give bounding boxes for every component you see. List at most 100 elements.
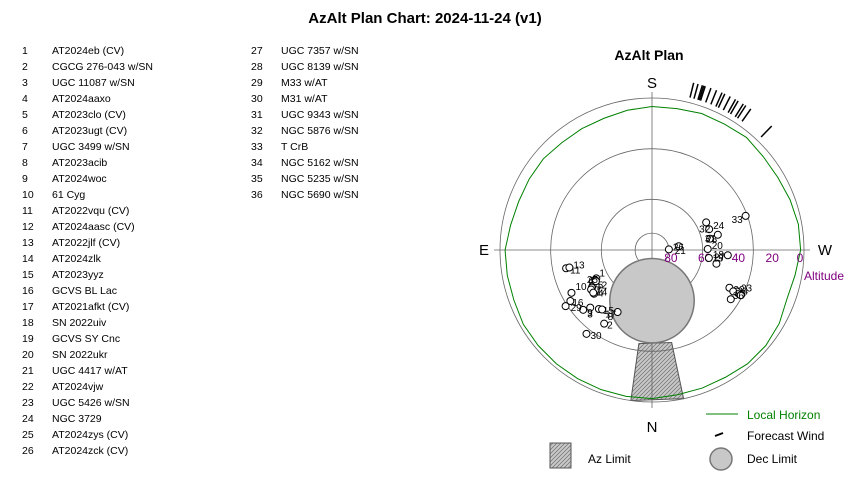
target-name: SN 2022uiv xyxy=(52,317,107,329)
target-number: 20 xyxy=(22,349,34,361)
wind-tick xyxy=(717,93,726,108)
target-name: AT2023acib xyxy=(52,157,108,169)
target-point-label: 19 xyxy=(712,254,724,265)
target-point xyxy=(729,287,738,296)
target-point-label: 30 xyxy=(590,331,602,342)
target-name: AT2024zck (CV) xyxy=(52,445,129,457)
target-number: 24 xyxy=(22,413,34,425)
target-point-label: 36 xyxy=(733,291,745,302)
target-name: UGC 11087 w/SN xyxy=(52,77,135,89)
target-number: 23 xyxy=(22,397,34,409)
target-number: 19 xyxy=(22,333,34,345)
target-point-label: 21 xyxy=(675,246,687,257)
target-number: 12 xyxy=(22,221,34,233)
target-name: M33 w/AT xyxy=(281,77,328,89)
target-number: 16 xyxy=(22,285,34,297)
target-point-label: 32 xyxy=(699,224,711,235)
target-point-label: 9 xyxy=(587,308,593,319)
target-number: 28 xyxy=(251,61,263,73)
target-point xyxy=(591,277,600,286)
target-name: GCVS BL Lac xyxy=(52,285,117,297)
target-point-label: 20 xyxy=(712,241,724,252)
target-number: 11 xyxy=(22,205,33,217)
target-number: 4 xyxy=(22,93,28,105)
legend-dec-limit-label: Dec Limit xyxy=(747,452,798,466)
target-number: 6 xyxy=(22,125,28,137)
target-name: CGCG 276-043 w/SN xyxy=(52,61,153,73)
target-point xyxy=(567,288,576,297)
target-point-label: 18 xyxy=(713,250,725,261)
target-number: 25 xyxy=(22,429,34,441)
legend-wind-swatch xyxy=(714,432,724,437)
target-name: NGC 5876 w/SN xyxy=(281,125,359,137)
az-limit-area xyxy=(630,341,685,402)
target-point xyxy=(613,308,622,317)
target-point-label: 26 xyxy=(673,242,685,253)
target-point xyxy=(704,253,713,262)
target-number: 30 xyxy=(251,93,263,105)
target-name: UGC 7357 w/SN xyxy=(281,45,359,57)
compass-south: S xyxy=(647,75,657,92)
wind-tick xyxy=(727,98,737,113)
target-point-label: 1 xyxy=(599,268,605,279)
altitude-tick-label: 40 xyxy=(732,251,746,265)
altitude-tick-label: 80 xyxy=(664,251,678,265)
wind-tick xyxy=(699,85,706,101)
target-point xyxy=(726,295,735,304)
target-point-label: 33 xyxy=(732,215,744,226)
target-point-label: 3 xyxy=(587,310,593,321)
target-point xyxy=(586,303,595,312)
target-point-label: 17 xyxy=(605,310,617,321)
target-name: AT2024vjw xyxy=(52,381,104,393)
target-number: 21 xyxy=(22,365,34,377)
target-point-label: 34 xyxy=(737,286,749,297)
target-point xyxy=(706,234,715,243)
az-limit-region xyxy=(630,341,685,402)
forecast-wind-marks xyxy=(689,82,773,138)
target-point-label: 23 xyxy=(741,283,753,294)
target-name: NGC 5162 w/SN xyxy=(281,157,359,169)
wind-tick xyxy=(741,108,752,122)
target-number: 27 xyxy=(251,45,263,57)
compass-west: W xyxy=(818,242,833,259)
dec-limit-circle xyxy=(609,257,695,344)
target-number: 22 xyxy=(22,381,34,393)
wind-tick xyxy=(705,87,712,103)
target-point xyxy=(598,305,607,314)
target-point xyxy=(705,225,714,234)
target-name: AT2024zlk xyxy=(52,253,101,265)
wind-tick xyxy=(698,85,705,101)
target-point-label: 31 xyxy=(705,234,717,245)
target-point xyxy=(712,259,721,268)
target-point-label: 25 xyxy=(587,275,599,286)
target-name: AT2022jlf (CV) xyxy=(52,237,121,249)
wind-tick xyxy=(736,105,747,119)
target-name: GCVS SY Cnc xyxy=(52,333,121,345)
wind-tick xyxy=(734,103,744,118)
target-point xyxy=(723,251,732,260)
compass-north: N xyxy=(647,419,658,436)
target-name: AT2023yyz xyxy=(52,269,104,281)
target-point-label: 7 xyxy=(596,286,602,297)
legend-dec-limit-swatch xyxy=(709,447,733,471)
altitude-grid xyxy=(494,92,810,408)
target-point-label: 5 xyxy=(598,281,604,292)
target-point xyxy=(736,291,745,300)
target-point-label: 15 xyxy=(603,306,615,317)
wind-tick xyxy=(697,85,704,101)
target-number: 36 xyxy=(251,189,263,201)
target-number: 10 xyxy=(22,189,34,201)
dec-limit-disc xyxy=(609,257,695,344)
target-point xyxy=(579,305,588,314)
chart-main-title: AzAlt Plan Chart: 2024-11-24 (v1) xyxy=(308,10,542,27)
target-name: AT2024woc xyxy=(52,173,107,185)
compass-labels: S N E W xyxy=(479,75,833,436)
target-name: NGC 5235 w/SN xyxy=(281,173,359,185)
target-number: 29 xyxy=(251,77,263,89)
target-points: 1234567891011121314151617181920212223242… xyxy=(561,211,753,342)
target-number: 5 xyxy=(22,109,28,121)
target-number: 2 xyxy=(22,61,28,73)
target-point-label: 16 xyxy=(572,298,584,309)
wind-tick xyxy=(689,82,695,98)
